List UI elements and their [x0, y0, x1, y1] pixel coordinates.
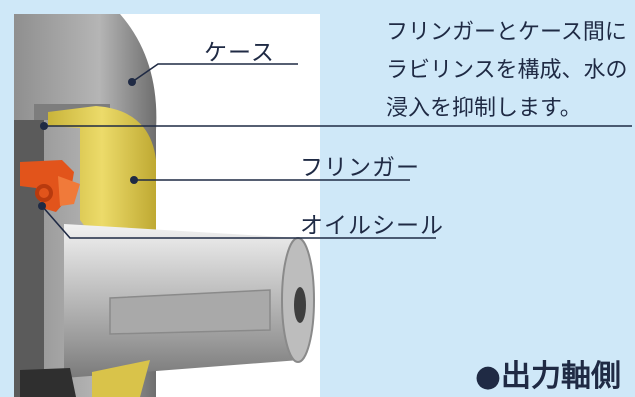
labyrinth-leader-dot — [40, 122, 48, 130]
oil-seal-spring — [35, 184, 53, 202]
oil-seal-label: オイルシール — [300, 213, 444, 239]
description-line-3: 浸入を抑制します。 — [386, 96, 582, 121]
lower-seal-shadow — [20, 368, 76, 397]
output-shaft-side-caption: ●出力軸側 — [474, 359, 621, 394]
case-leader-dot — [128, 78, 136, 86]
oil-seal-leader-dot — [38, 202, 46, 210]
case-leader-line — [131, 63, 298, 83]
oil-seal-lip — [58, 176, 80, 206]
description-text: フリンガーとケース間に ラビリンスを構成、水の 浸入を抑制します。 — [386, 14, 628, 128]
oil-seal-leader-line — [41, 205, 436, 239]
lower-flinger-part — [92, 360, 150, 397]
shaft-keyway — [109, 289, 271, 335]
description-line-1: フリンガーとケース間に — [386, 20, 627, 45]
flinger-leader-dot — [130, 176, 138, 184]
description-line-2: ラビリンスを構成、水の — [386, 58, 628, 83]
shaft-center-hole — [294, 287, 306, 323]
case-label: ケース — [204, 40, 275, 66]
flinger-label: フリンガー — [300, 155, 420, 181]
